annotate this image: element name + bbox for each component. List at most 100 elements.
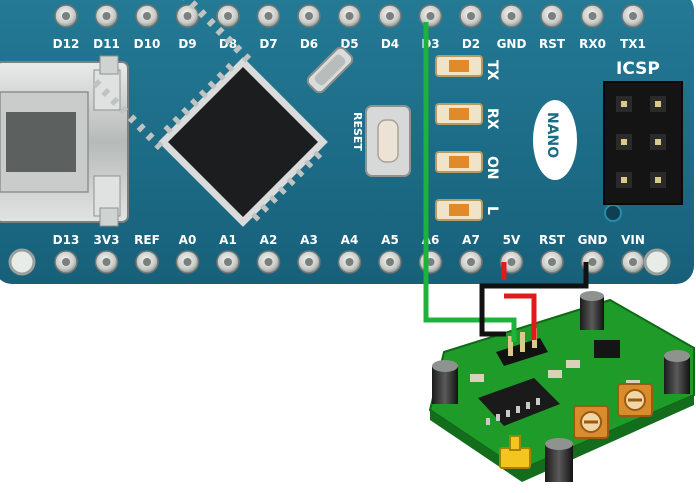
- pin-hole: [102, 258, 111, 266]
- pin-hole: [548, 258, 556, 266]
- pin-hole: [102, 12, 111, 20]
- pin-hole: [143, 12, 151, 20]
- chip-leg: [216, 71, 226, 81]
- top-pin-label-d12: D12: [53, 37, 80, 51]
- sensitivity-potentiometer[interactable]: [573, 405, 609, 439]
- chip-leg: [268, 194, 279, 204]
- icsp-pin: [621, 139, 627, 145]
- top-pin-labels: D12D11D10D9D8D7D6D5D4D3D2GNDRSTRX0TX1: [53, 37, 646, 51]
- pin-hole: [386, 258, 394, 266]
- icsp-header: [603, 81, 683, 205]
- pir-pcb-edge: [430, 395, 694, 482]
- capacitor-left: [432, 360, 458, 404]
- chip-leg: [127, 114, 137, 124]
- mounting-hole: [643, 248, 671, 276]
- chip-leg: [110, 96, 120, 106]
- led-rx: [435, 103, 483, 125]
- crystal-oscillator: [306, 46, 354, 94]
- ground-wire-gnd-to-gnd: [479, 262, 589, 337]
- pin-hole: [507, 12, 516, 20]
- chip-leg: [136, 123, 146, 133]
- top-pin-label-d6: D6: [300, 37, 318, 51]
- top-pin-label-d10: D10: [134, 37, 161, 51]
- bottom-pin-label-3v3: 3V3: [94, 233, 120, 247]
- chip-leg: [215, 26, 225, 36]
- pin-hole: [62, 258, 70, 266]
- pin-hole: [224, 258, 232, 266]
- pin-hole: [183, 258, 192, 266]
- capacitor-bottom: [545, 438, 573, 482]
- top-pin-label-tx1: TX1: [620, 37, 646, 51]
- delay-potentiometer[interactable]: [617, 383, 653, 417]
- pin-hole: [143, 258, 151, 266]
- pin-hole: [548, 12, 556, 20]
- led-label-tx: TX: [484, 60, 500, 81]
- pin-hole: [588, 12, 597, 20]
- icsp-pin: [621, 177, 627, 183]
- chip-leg: [101, 87, 111, 98]
- trigger-mode-jumper[interactable]: [499, 435, 531, 469]
- top-pin-label-d7: D7: [259, 37, 277, 51]
- pin-hole: [588, 258, 597, 266]
- chip-leg: [189, 98, 200, 108]
- mounting-hole: [8, 248, 36, 276]
- top-pin-label-d5: D5: [340, 37, 358, 51]
- chip-leg: [206, 17, 216, 28]
- nano-pcb: [0, 0, 694, 284]
- pin-hole: [264, 12, 273, 20]
- nano-label: NANO: [544, 112, 560, 158]
- pir-pin-out: [508, 336, 513, 356]
- bottom-pin-label-a2: A2: [260, 233, 278, 247]
- chip-leg: [118, 105, 129, 115]
- capacitor-top: [580, 291, 604, 330]
- pin-hole: [183, 12, 192, 20]
- led-label-rx: RX: [484, 108, 500, 130]
- chip-leg: [295, 168, 305, 178]
- chip-leg: [277, 185, 287, 196]
- wiring: [423, 22, 589, 342]
- bottom-pin-label-d13: D13: [53, 233, 80, 247]
- chip-leg: [172, 115, 182, 126]
- led-label-on: ON: [484, 156, 500, 180]
- icsp-pin: [655, 139, 661, 145]
- pir-controller-ic: [478, 378, 560, 426]
- via-hole: [604, 204, 622, 222]
- reset-button[interactable]: [365, 105, 411, 177]
- chip-leg: [197, 9, 207, 19]
- led-on: [435, 151, 483, 173]
- smd-resistor: [566, 360, 580, 368]
- chip-leg: [163, 124, 173, 134]
- signal-wire-d3-to-out: [423, 22, 517, 342]
- pin-hole: [629, 12, 637, 20]
- chip-leg: [286, 177, 296, 187]
- top-pin-label-gnd: GND: [497, 37, 527, 51]
- pin-hole: [467, 12, 475, 20]
- top-pin-header: [54, 4, 645, 28]
- bottom-pin-label-5v: 5V: [503, 233, 521, 247]
- pir-pin-vcc: [520, 332, 525, 352]
- chip-leg: [304, 159, 314, 169]
- chip-leg: [207, 80, 217, 90]
- top-pin-label-rx0: RX0: [579, 37, 606, 51]
- bottom-pin-label-a4: A4: [341, 233, 359, 247]
- top-pin-label-rst: RST: [539, 37, 566, 51]
- pin-hole: [386, 12, 394, 20]
- chip-leg: [145, 132, 155, 142]
- top-pin-label-d11: D11: [93, 37, 120, 51]
- bottom-pin-label-a7: A7: [462, 233, 480, 247]
- pin-hole: [224, 12, 232, 20]
- pin-hole: [305, 12, 313, 20]
- pin-hole: [62, 12, 70, 20]
- chip-leg: [241, 53, 252, 63]
- top-pin-label-d4: D4: [381, 37, 399, 51]
- nano-logo: NANO: [533, 100, 577, 180]
- power-wire-5v-to-vcc: [501, 262, 537, 340]
- pin-hole: [345, 258, 354, 266]
- chip-leg: [188, 0, 199, 10]
- chip-leg: [251, 212, 261, 222]
- pin-hole: [507, 258, 516, 266]
- led-label-l: L: [484, 206, 500, 215]
- bottom-pin-label-ref: REF: [134, 233, 160, 247]
- reset-label: RESET: [351, 112, 364, 151]
- bottom-pin-label-a3: A3: [300, 233, 318, 247]
